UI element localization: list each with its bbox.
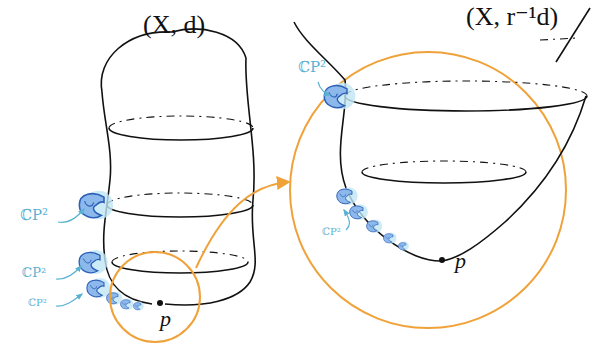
zoom-arrow (196, 182, 288, 268)
cp2-bubbles-left (79, 191, 144, 311)
cp2-bubbles-right (324, 83, 409, 251)
cp2-pointers-left (56, 209, 84, 306)
cp2-label: ℂP² (22, 266, 46, 279)
cp2-label: ℂP² (322, 227, 341, 237)
base-point (439, 257, 445, 263)
zoom-circle-small (110, 252, 200, 342)
right-space-outline (294, 8, 590, 261)
point-label: p (160, 308, 171, 330)
base-point (157, 300, 163, 306)
cp2-label: ℂP² (28, 298, 47, 308)
zoom-circle-large (290, 52, 566, 328)
space-label: (X, d) (143, 12, 205, 38)
cp2-label: ℂP² (20, 208, 48, 223)
space-label: (X, r⁻¹d) (466, 4, 558, 30)
cp2-pointers-right (318, 82, 350, 230)
point-label: p (455, 250, 466, 272)
cp2-label: ℂP² (298, 60, 326, 75)
